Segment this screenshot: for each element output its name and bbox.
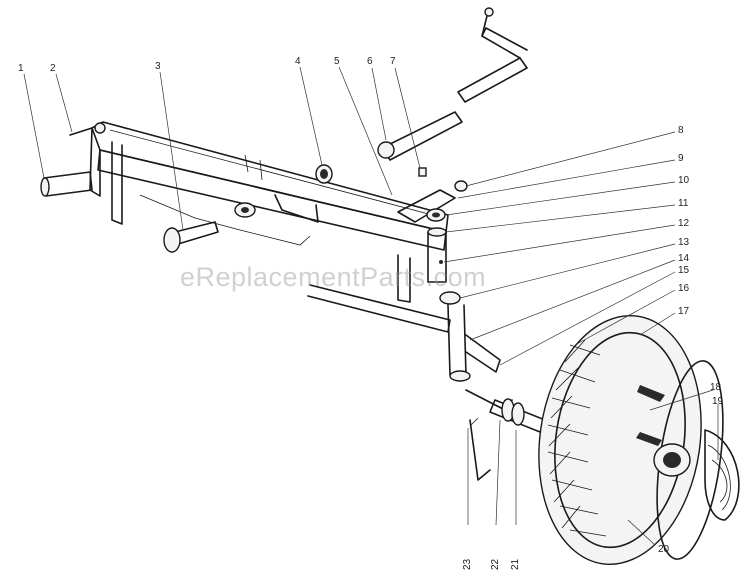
callout-7: 7 — [390, 56, 396, 67]
spindle-washers — [469, 398, 546, 433]
callout-17: 17 — [678, 306, 690, 317]
front-axle-beam — [89, 121, 449, 303]
carriage-bolt — [163, 202, 256, 253]
callout-22: 22 — [490, 558, 501, 570]
callout-18: 18 — [710, 382, 722, 393]
callout-19: 19 — [712, 396, 724, 407]
callout-14: 14 — [678, 253, 690, 264]
callout-8: 8 — [678, 125, 684, 136]
callout-15: 15 — [678, 265, 690, 276]
callout-16: 16 — [678, 283, 690, 294]
callout-20: 20 — [658, 544, 670, 555]
callout-5: 5 — [334, 56, 340, 67]
axle-pin — [40, 171, 93, 197]
callout-21: 21 — [510, 558, 521, 570]
front-wheel-tire — [538, 315, 724, 565]
bushing — [315, 164, 333, 184]
callout-2: 2 — [50, 63, 56, 74]
watermark-text: eReplacementParts.com — [180, 262, 487, 292]
hub-cap — [704, 429, 740, 521]
callout-13: 13 — [678, 237, 690, 248]
callout-23: 23 — [462, 558, 473, 570]
leader-lines — [23, 66, 719, 546]
callout-6: 6 — [367, 56, 373, 67]
callout-11: 11 — [678, 198, 689, 209]
spindle — [307, 284, 513, 481]
steering-linkage — [377, 7, 528, 223]
callout-10: 10 — [678, 175, 690, 186]
callout-4: 4 — [295, 56, 301, 67]
callout-1: 1 — [18, 63, 24, 74]
callout-12: 12 — [678, 218, 690, 229]
callout-3: 3 — [155, 61, 161, 72]
cotter-pin-top — [69, 122, 106, 136]
callout-9: 9 — [678, 153, 684, 164]
steering-hardware — [418, 167, 468, 283]
